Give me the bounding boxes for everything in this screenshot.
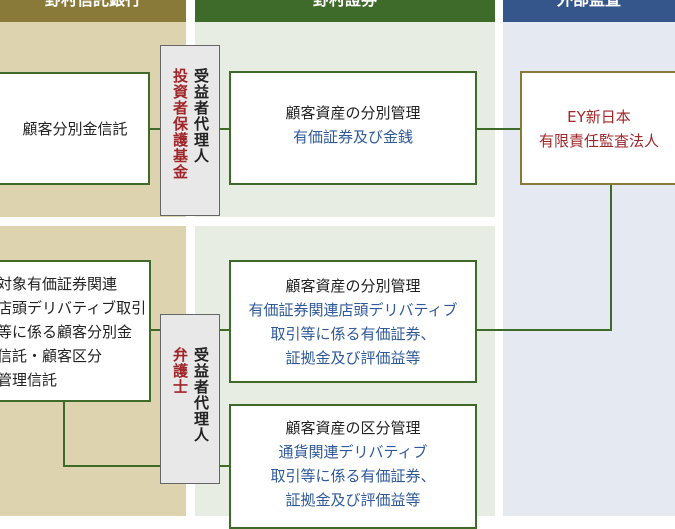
- bank-header: 野村信託銀行: [0, 0, 186, 22]
- bank-derivative-trust-line: 等に係る顧客分別金: [0, 323, 133, 341]
- connector-top-securities-audit: [475, 128, 522, 130]
- securities-segregation-title-bottom: 顧客資産の分別管理: [285, 277, 421, 295]
- securities-header: 野村證券: [195, 0, 495, 22]
- connector-top-trustee-securities: [219, 128, 231, 130]
- bank-derivative-trust-line: 対象有価証券関連: [0, 275, 118, 293]
- lawyer-trustee-box: 弁護士 受益者代理人: [160, 314, 220, 484]
- bank-derivative-trust-line: 店頭デリバティブ取引: [0, 299, 147, 317]
- beneficiary-agent-label-top: 受益者代理人: [192, 68, 210, 164]
- audit-header: 外部監査: [503, 0, 675, 22]
- securities-segregation-detail-line: 証拠金及び評価益等: [285, 349, 421, 367]
- bank-derivative-trust-line: 信託・顧客区分: [0, 347, 103, 365]
- securities-segregation-title-top: 顧客資産の分別管理: [285, 104, 421, 122]
- bank-derivative-trust-box: 対象有価証券関連 店頭デリバティブ取引 等に係る顧客分別金 信託・顧客区分 管理…: [0, 260, 151, 402]
- connector-audit-down: [610, 183, 612, 331]
- securities-header-label: 野村證券: [313, 0, 377, 9]
- bank-derivative-trust-line: 管理信託: [0, 371, 58, 389]
- connector-bank-to-securities2: [63, 465, 231, 467]
- auditor-name-line1: EY新日本: [567, 108, 631, 126]
- connector-top-bank-trustee: [148, 128, 162, 130]
- beneficiary-agent-label-bottom: 受益者代理人: [192, 347, 210, 443]
- bank-segregated-trust-box: 顧客分別金信託: [0, 72, 150, 185]
- securities-classified-detail-line: 取引等に係る有価証券、: [270, 467, 436, 485]
- securities-segregation-detail-line: 有価証券関連店頭デリバティブ: [248, 301, 458, 319]
- securities-classified-box: 顧客資産の区分管理 通貨関連デリバティブ 取引等に係る有価証券、 証拠金及び評価…: [229, 404, 477, 529]
- securities-segregation-detail-top: 有価証券及び金銭: [292, 128, 413, 146]
- securities-segregation-box-bottom: 顧客資産の分別管理 有価証券関連店頭デリバティブ 取引等に係る有価証券、 証拠金…: [229, 260, 477, 383]
- bank-header-label: 野村信託銀行: [45, 0, 141, 9]
- securities-classified-detail-line: 証拠金及び評価益等: [285, 491, 421, 509]
- connector-audit-bottom-securities: [475, 329, 612, 331]
- connector-bottom-trustee-securities: [219, 329, 231, 331]
- securities-classified-title: 顧客資産の区分管理: [285, 419, 421, 437]
- auditor-box: EY新日本 有限責任監査法人: [520, 71, 675, 185]
- securities-segregation-box-top: 顧客資産の分別管理 有価証券及び金銭: [229, 71, 477, 185]
- connector-bottom-bank-trustee: [149, 329, 162, 331]
- investor-protection-fund-name: 投資者保護基金: [171, 68, 189, 180]
- auditor-name-line2: 有限責任監査法人: [538, 132, 659, 150]
- audit-header-label: 外部監査: [557, 0, 621, 9]
- securities-segregation-detail-line: 取引等に係る有価証券、: [270, 325, 436, 343]
- bank-segregated-trust-label: 顧客分別金信託: [22, 120, 128, 138]
- investor-protection-fund-box: 投資者保護基金 受益者代理人: [160, 45, 220, 216]
- securities-classified-detail-line: 通貨関連デリバティブ: [278, 443, 428, 461]
- connector-bank-down: [63, 400, 65, 467]
- lawyer-name: 弁護士: [171, 347, 189, 395]
